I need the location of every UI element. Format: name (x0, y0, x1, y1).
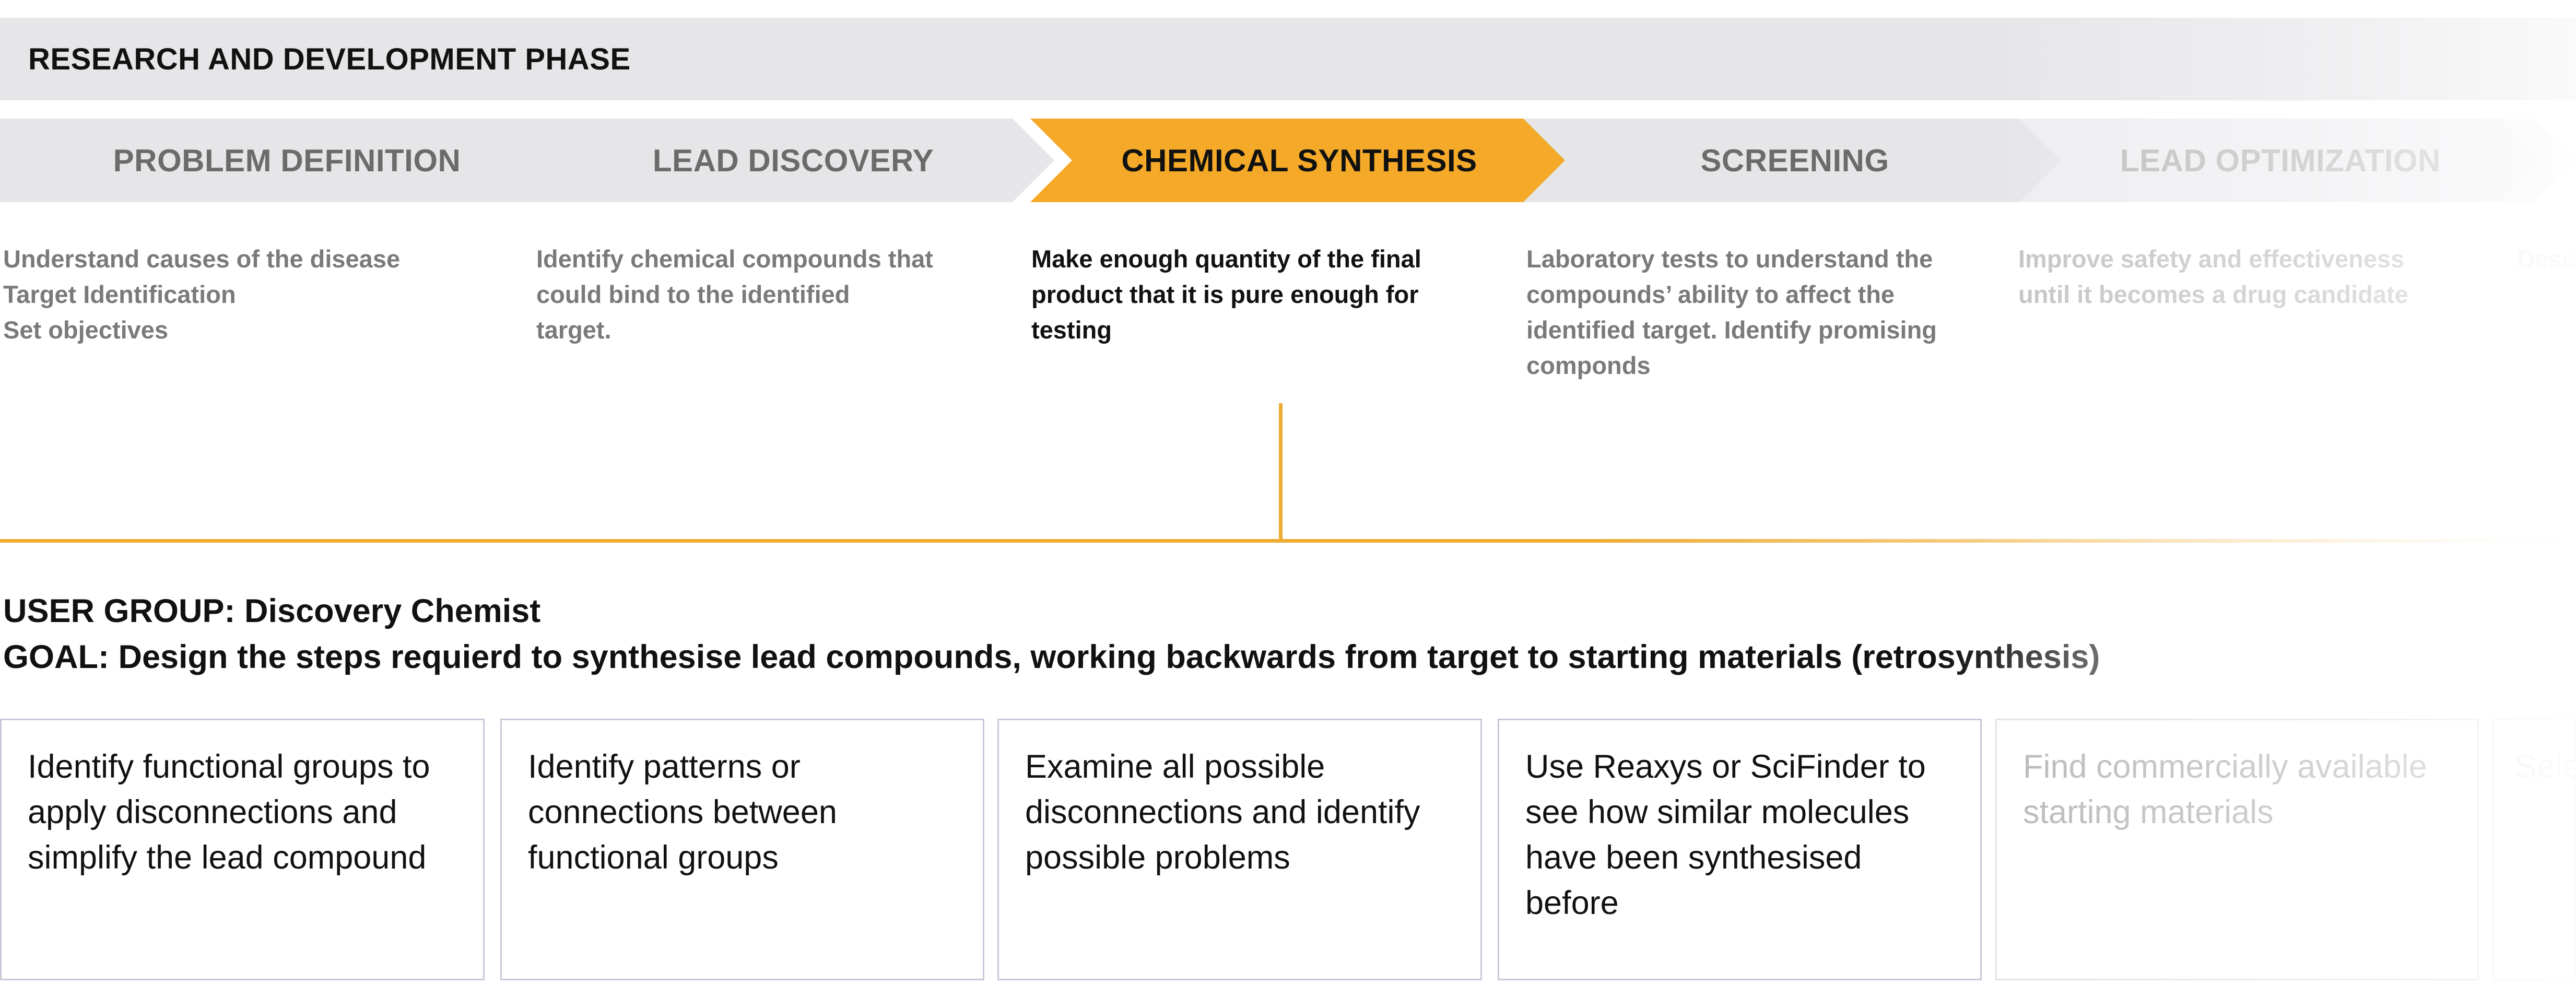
stage-label: LEAD OPTIMIZATION (2120, 143, 2441, 178)
desc-line: Identify chemical compounds that (536, 245, 933, 273)
stage-lead-discovery[interactable]: LEAD DISCOVERY (532, 119, 1054, 202)
desc-line: Understand causes of the disease (3, 245, 401, 273)
desc-line: product that it is pure enough for (1031, 280, 1419, 308)
step-line: Examine all possible (1025, 748, 1325, 785)
step-line: Identify functional groups to (28, 748, 430, 785)
desc-line: componds (1526, 351, 1651, 379)
step-card-2[interactable]: Identify patterns or connections between… (500, 719, 984, 980)
desc-line: compounds’ ability to affect the (1526, 280, 1895, 308)
connector-horizontal-line (0, 539, 2576, 543)
stage-lead-optimization[interactable]: LEAD OPTIMIZATION (2019, 119, 2542, 202)
desc-line: Improve safety and effectiveness (2018, 245, 2405, 273)
desc-line: until it becomes a drug candidate (2018, 280, 2408, 308)
stage-problem-definition[interactable]: PROBLEM DEFINITION (0, 119, 574, 202)
desc-line: Set objectives (3, 316, 169, 344)
step-card-4[interactable]: Use Reaxys or SciFinder to see how simil… (1498, 719, 1982, 980)
stage-label: PROBLEM DEFINITION (113, 143, 461, 178)
stage-label: SCREENING (1700, 143, 1889, 178)
step-card-6[interactable]: Sele (2492, 719, 2576, 980)
stage-desc-next: Desc (2517, 241, 2575, 277)
stage-desc-lead-discovery: Identify chemical compounds that could b… (536, 241, 933, 348)
goal-label: GOAL: Design the steps requierd to synth… (3, 639, 2100, 675)
step-line: Find commercially available (2023, 748, 2427, 785)
stage-desc-problem-definition: Understand causes of the disease Target … (3, 241, 400, 348)
step-line: have been synthesised (1525, 839, 1862, 876)
desc-line: Desc (2517, 245, 2576, 273)
step-line: see how similar molecules (1525, 794, 1910, 830)
desc-line: testing (1031, 316, 1112, 344)
phase-title: RESEARCH AND DEVELOPMENT PHASE (28, 42, 631, 76)
step-line: Identify patterns or (528, 748, 801, 785)
user-group-label: USER GROUP: Discovery Chemist (3, 593, 541, 629)
desc-line: Laboratory tests to understand the (1526, 245, 1933, 273)
desc-line: target. (536, 316, 611, 344)
stage-label: CHEMICAL SYNTHESIS (1121, 143, 1477, 178)
stage-label: LEAD DISCOVERY (652, 143, 934, 178)
step-line: starting materials (2023, 794, 2274, 830)
stage-desc-lead-optimization: Improve safety and effectiveness until i… (2018, 241, 2408, 312)
stage-desc-screening: Laboratory tests to understand the compo… (1526, 241, 1937, 383)
desc-line: could bind to the identified (536, 280, 850, 308)
step-line: Sele (2515, 748, 2576, 785)
desc-line: Make enough quantity of the final (1031, 245, 1421, 273)
goal-fade-overlay (1932, 627, 2576, 689)
step-line: apply disconnections and (28, 794, 397, 830)
stage-chemical-synthesis[interactable]: CHEMICAL SYNTHESIS (1030, 119, 1568, 202)
step-card-3[interactable]: Examine all possible disconnections and … (997, 719, 1482, 980)
step-line: connections between (528, 794, 837, 830)
step-card-1[interactable]: Identify functional groups to apply disc… (0, 719, 485, 980)
stage-screening[interactable]: SCREENING (1523, 119, 2066, 202)
step-line: before (1525, 885, 1619, 921)
step-line: simplify the lead compound (28, 839, 427, 876)
connector-vertical-line (1279, 403, 1283, 541)
step-card-5[interactable]: Find commercially available starting mat… (1995, 719, 2479, 980)
step-line: Use Reaxys or SciFinder to (1525, 748, 1926, 785)
step-line: possible problems (1025, 839, 1290, 876)
stage-desc-chemical-synthesis: Make enough quantity of the final produc… (1031, 241, 1421, 348)
desc-line: Target Identification (3, 280, 236, 308)
step-line: functional groups (528, 839, 779, 876)
step-line: disconnections and identify (1025, 794, 1420, 830)
desc-line: identified target. Identify promising (1526, 316, 1937, 344)
